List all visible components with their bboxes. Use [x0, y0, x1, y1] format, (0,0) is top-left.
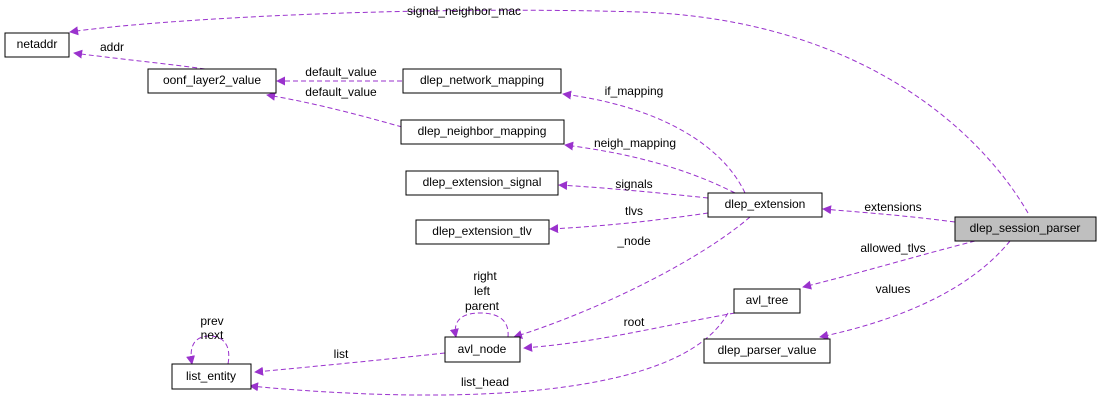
node-dlep-extension-signal[interactable]: dlep_extension_signal	[405, 170, 559, 196]
edge-label-list-head: list_head	[461, 375, 509, 389]
node-avl-node[interactable]: avl_node	[444, 336, 521, 363]
node-label-avl-tree: avl_tree	[746, 293, 789, 307]
edge-label-prev: prev	[200, 314, 223, 328]
node-label-dlep-extension-tlv: dlep_extension_tlv	[432, 224, 531, 238]
edge-signals: signals	[558, 177, 709, 199]
node-dlep-network-mapping[interactable]: dlep_network_mapping	[402, 68, 562, 94]
edge-label-next: next	[201, 328, 224, 342]
edge-label-root: root	[624, 315, 645, 329]
edge-extensions: extensions	[822, 200, 956, 223]
edge-node: _node	[513, 216, 751, 339]
edge-label-signal-neighbor-mac: signal_neighbor_mac	[407, 4, 521, 18]
node-label-dlep-session-parser: dlep_session_parser	[970, 221, 1081, 235]
edge-default-value-network: default_value	[276, 65, 402, 86]
edge-tlvs: tlvs	[549, 204, 709, 234]
node-dlep-extension[interactable]: dlep_extension	[707, 192, 823, 218]
edges: signal_neighbor_mac addr default_value d…	[69, 4, 1029, 396]
nodes: netaddr oonf_layer2_value dlep_network_m…	[4, 32, 1097, 390]
edge-signal-neighbor-mac: signal_neighbor_mac	[69, 4, 1029, 214]
edge-label-addr: addr	[100, 40, 124, 54]
edge-label-tlvs: tlvs	[625, 204, 643, 218]
edge-label-signals: signals	[615, 177, 652, 191]
node-dlep-session-parser[interactable]: dlep_session_parser	[954, 216, 1097, 242]
node-label-dlep-network-mapping: dlep_network_mapping	[420, 73, 544, 87]
edge-label-if-mapping: if_mapping	[605, 84, 664, 98]
node-dlep-neighbor-mapping[interactable]: dlep_neighbor_mapping	[400, 119, 565, 145]
node-dlep-extension-tlv[interactable]: dlep_extension_tlv	[415, 219, 550, 245]
node-dlep-parser-value[interactable]: dlep_parser_value	[703, 338, 831, 364]
node-label-dlep-neighbor-mapping: dlep_neighbor_mapping	[418, 124, 547, 138]
node-label-list-entity: list_entity	[186, 369, 236, 383]
edge-if-mapping: if_mapping	[562, 84, 746, 194]
node-label-oonf-layer2-value: oonf_layer2_value	[163, 73, 261, 87]
edge-label-node: _node	[616, 234, 651, 248]
edge-label-extensions: extensions	[864, 200, 921, 214]
edge-avl-node-self: right left parent	[449, 269, 509, 338]
node-list-entity[interactable]: list_entity	[171, 363, 252, 390]
edge-neigh-mapping: neigh_mapping	[564, 136, 736, 194]
edge-label-right: right	[473, 269, 497, 283]
edge-allowed-tlvs: allowed_tlvs	[802, 240, 976, 290]
edge-label-left: left	[474, 284, 491, 298]
edge-values: values	[819, 240, 1011, 340]
node-label-netaddr: netaddr	[17, 37, 58, 51]
node-label-dlep-parser-value: dlep_parser_value	[718, 343, 817, 357]
node-label-dlep-extension: dlep_extension	[725, 197, 806, 211]
edge-list-head: list_head	[249, 312, 729, 396]
edge-label-list: list	[334, 347, 349, 361]
edge-root: root	[523, 312, 736, 352]
node-netaddr[interactable]: netaddr	[4, 32, 70, 58]
edge-label-parent: parent	[465, 299, 500, 313]
node-label-dlep-extension-signal: dlep_extension_signal	[423, 175, 542, 189]
edge-addr: addr	[73, 40, 206, 70]
edge-label-values: values	[876, 282, 911, 296]
edge-label-neigh-mapping: neigh_mapping	[594, 136, 676, 150]
edge-label-allowed-tlvs: allowed_tlvs	[860, 241, 925, 255]
node-label-avl-node: avl_node	[458, 342, 507, 356]
edge-label-default-value-network: default_value	[305, 65, 377, 79]
edge-label-default-value-neighbor: default_value	[305, 85, 377, 99]
edge-default-value-neighbor: default_value	[266, 85, 403, 128]
node-oonf-layer2-value[interactable]: oonf_layer2_value	[147, 68, 277, 94]
edge-list-entity-self: prev next	[186, 314, 230, 365]
node-avl-tree[interactable]: avl_tree	[733, 288, 801, 314]
edge-list: list	[254, 347, 446, 376]
